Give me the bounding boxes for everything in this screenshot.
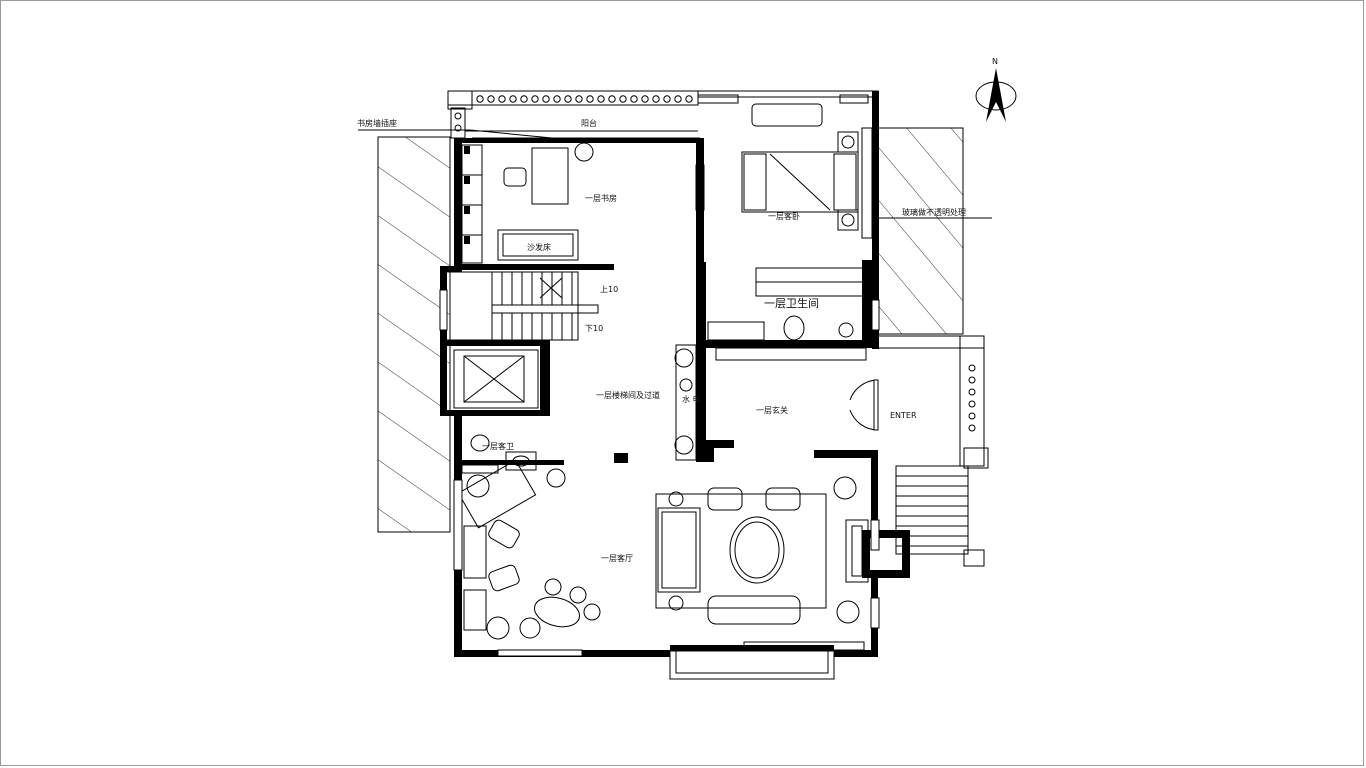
living-room-furniture [457,459,869,640]
glass-note-label: 玻璃做不透明处理 [902,207,966,217]
bedroom-top-wall [697,90,879,349]
bathroom-fixtures [707,267,867,361]
plant-icon [546,468,566,488]
balcony-label: 阳台 [581,118,597,128]
stairs-down-label: 下10 [585,324,603,333]
plant-icon [833,476,857,500]
balcony-railing [447,90,700,139]
study-furniture [461,142,705,264]
plant-icon [674,348,694,368]
left-neighbor-hatch [377,136,451,533]
railing-balusters [476,95,693,103]
stair-corridor-label: 一层楼梯间及过道 [596,390,660,400]
study-label: 一层书房 [585,193,617,203]
living-room-label: 一层客厅 [601,553,633,563]
enter-label: ENTER [890,411,917,420]
study-socket-label: 书房墙插座 [357,118,397,128]
windows [453,299,880,629]
plant-icon [674,435,694,455]
plant-icon [486,616,510,640]
foyer-label: 一层玄关 [756,405,788,415]
guest-wc-fixtures [461,434,537,474]
north-label: N [992,57,998,66]
interior-walls [447,138,878,465]
elevator [453,349,539,409]
sofa-bed-label: 沙发床 [527,242,551,252]
plant-icon [836,600,860,624]
leader-lines [358,129,992,219]
exterior-walls [440,138,910,657]
bathroom-label: 一层卫生间 [764,296,819,310]
bay-window [497,641,865,680]
staircase [439,271,599,341]
water-meter-label: 水 电 [682,394,701,404]
entrance [849,335,989,567]
right-neighbor-hatch [877,127,964,335]
plant-icon [574,142,594,162]
north-arrow-icon: N [975,57,1017,122]
guest-wc-label: 一层客卫 [482,441,514,451]
bedroom-furniture [741,103,873,239]
stairs-up-label: 上10 [600,285,618,294]
guest-bedroom-label: 一层客卧 [768,211,800,221]
corridor-details [614,344,697,463]
plant-icon [466,474,490,498]
